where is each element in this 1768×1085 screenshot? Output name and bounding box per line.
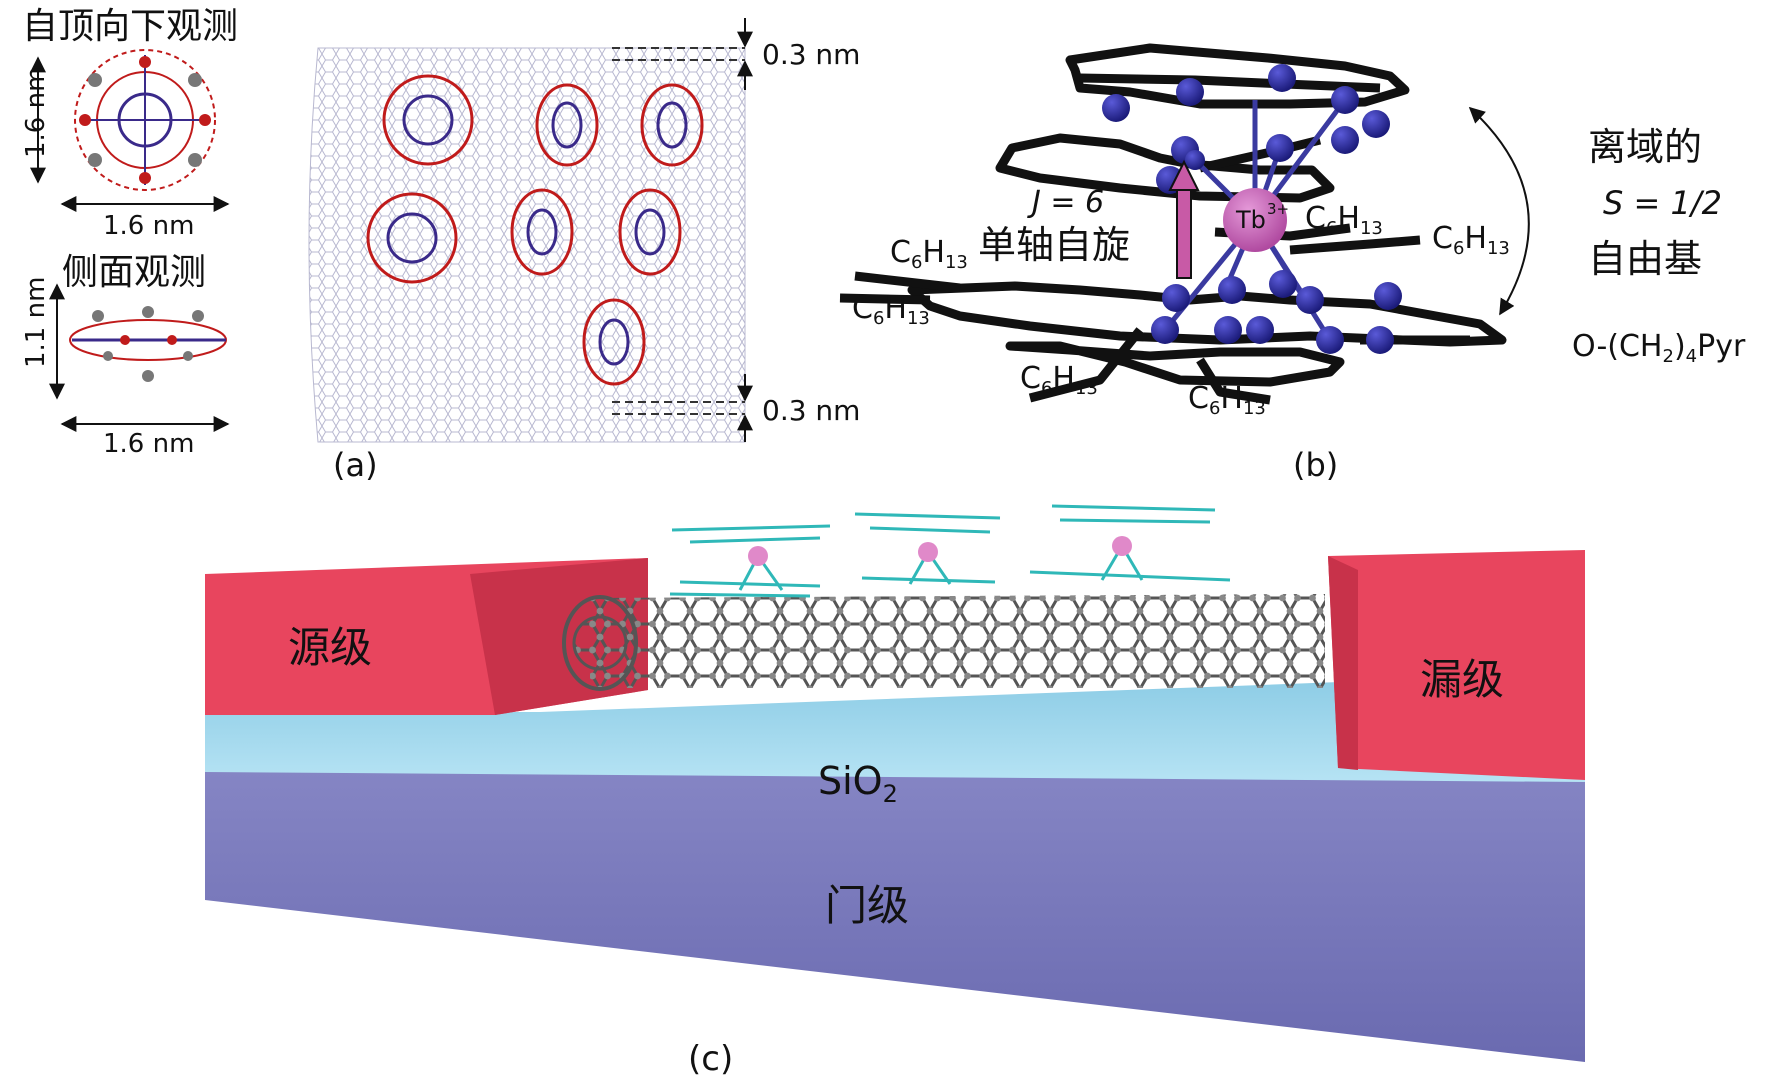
svg-text:C6H13: C6H13 — [1432, 221, 1510, 259]
tb-ion-2 — [918, 542, 938, 562]
substituent-c6h13-4: C6H13 — [1188, 381, 1266, 419]
substituent-c6h13-3: C6H13 — [1020, 361, 1098, 399]
tb-ion-charge: 3+ — [1267, 200, 1289, 218]
top-view-title: 自顶向下观测 — [22, 6, 238, 47]
substituent-c6h13-6: C6H13 — [1432, 221, 1510, 259]
panel-b: Tb 3+ J = 6 单轴自旋 C6H13 C6H13 C6H13 C6H13… — [839, 43, 1746, 484]
substituent-c6h13-1: C6H13 — [890, 235, 968, 273]
caption-b: (b) — [1293, 446, 1338, 484]
radical-label-3: 自由基 — [1588, 237, 1702, 281]
svg-text:C6H13: C6H13 — [1188, 381, 1266, 419]
top-height-label: 1.6 nm — [21, 67, 51, 158]
side-view-title: 侧面观测 — [62, 252, 206, 293]
radical-arrow — [1468, 106, 1530, 316]
tb-ion-1 — [748, 546, 768, 566]
caption-a: (a) — [333, 446, 378, 484]
radical-s-label: S = 1/2 — [1603, 184, 1722, 222]
gap-bottom-label: 0.3 nm — [762, 394, 860, 427]
side-height-label: 1.1 nm — [21, 277, 51, 368]
svg-text:C6H13: C6H13 — [1305, 201, 1383, 239]
drain-electrode — [1328, 550, 1585, 780]
side-width-label: 1.6 nm — [103, 429, 194, 459]
side-view-molecule — [69, 306, 227, 382]
gate-label: 门级 — [825, 881, 909, 930]
gap-top-label: 0.3 nm — [762, 38, 860, 71]
spin-label: 单轴自旋 — [978, 223, 1130, 267]
caption-c: (c) — [688, 1039, 733, 1079]
oxide-label: SiO2 — [818, 759, 898, 808]
substituent-c6h13-5: C6H13 — [1305, 201, 1383, 239]
svg-text:C6H13: C6H13 — [852, 291, 930, 329]
svg-text:C6H13: C6H13 — [1020, 361, 1098, 399]
carbon-nanotube — [562, 594, 1325, 691]
tb-ion-3 — [1112, 536, 1132, 556]
pyrene-linker-label: O-(CH2)4Pyr — [1572, 329, 1746, 367]
tb-ion-label: Tb — [1235, 206, 1266, 234]
spin-arrow — [1168, 159, 1200, 279]
tb-ion — [1223, 188, 1287, 252]
top-view-molecule — [74, 49, 216, 191]
gate-layer — [205, 772, 1585, 1062]
top-width-label: 1.6 nm — [103, 211, 194, 241]
radical-label-1: 离域的 — [1588, 125, 1702, 169]
phthalocyanine-structure — [839, 43, 1507, 405]
nanotube-with-molecules — [308, 47, 746, 443]
oxide-layer — [205, 682, 1585, 782]
drain-label: 漏级 — [1420, 655, 1504, 704]
panel-c: 源级 漏级 SiO2 门级 (c) — [205, 504, 1585, 1079]
substituent-c6h13-2: C6H13 — [852, 291, 930, 329]
spin-j-label: J = 6 — [1027, 185, 1104, 220]
svg-text:O-(CH2)4Pyr: O-(CH2)4Pyr — [1572, 329, 1746, 367]
panel-a: 自顶向下观测 1.6 nm 1.6 nm 侧面观测 1.1 n — [21, 6, 860, 484]
source-label: 源级 — [288, 623, 372, 672]
svg-text:C6H13: C6H13 — [890, 235, 968, 273]
